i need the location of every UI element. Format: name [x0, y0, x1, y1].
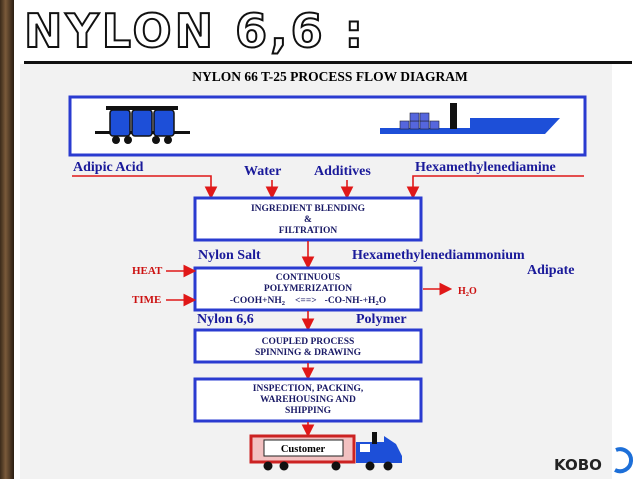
inspect-line-3: SHIPPING	[285, 406, 332, 416]
poly-line-2: POLYMERIZATION	[264, 284, 352, 294]
input-hmda: Hexamethylenediamine	[415, 160, 556, 175]
label-polymer: Polymer	[356, 312, 407, 327]
label-time: TIME	[132, 294, 161, 306]
polymerization-box	[193, 266, 423, 312]
customer-label: Customer	[281, 444, 326, 455]
delivery-truck-icon	[249, 432, 402, 471]
slide-title: NYLON 6,6 :	[23, 3, 366, 59]
inspect-line-1: INSPECTION, PACKING,	[253, 384, 364, 394]
poly-eq-right-sub: 2	[375, 300, 378, 307]
input-adipic-acid: Adipic Acid	[73, 160, 144, 175]
poly-eq-right: -CO-NH-+H	[325, 296, 376, 306]
kobo-logo: KOBO	[554, 447, 634, 474]
h2o-sub: 2	[466, 291, 469, 298]
blending-line-1: INGREDIENT BLENDING	[251, 204, 366, 214]
input-water: Water	[244, 164, 281, 179]
hmda-feed-arrow	[406, 175, 584, 200]
blending-line-3: FILTRATION	[279, 226, 338, 236]
logo-text: KOBO	[554, 456, 602, 474]
h2o-h: H	[458, 286, 466, 297]
left-decorative-bar	[0, 0, 14, 479]
poly-eq-right-end: O	[379, 296, 386, 306]
poly-equation: -COOH+NH2<==>-CO-NH-+H2O	[230, 296, 386, 307]
spin-line-2: SPINNING & DRAWING	[255, 348, 362, 358]
poly-eq-arrow: <==>	[295, 296, 317, 306]
cargo-ship-icon	[380, 103, 560, 134]
label-nylon66: Nylon 6,6	[197, 312, 254, 327]
diagram-heading: NYLON 66 T-25 PROCESS FLOW DIAGRAM	[192, 69, 468, 84]
blending-line-2: &	[304, 215, 312, 225]
poly-line-1: CONTINUOUS	[276, 273, 340, 283]
title-underline	[24, 61, 632, 64]
input-additives: Additives	[314, 164, 371, 179]
label-hmdam: Hexamethylenediammonium	[352, 248, 525, 263]
rail-car-icon	[95, 106, 190, 144]
h2o-o: O	[469, 286, 477, 297]
adipic-feed-arrow	[72, 175, 218, 200]
blending-box	[193, 196, 423, 242]
spinning-box	[193, 328, 423, 364]
label-nylon-salt: Nylon Salt	[198, 248, 261, 263]
spin-line-1: COUPLED PROCESS	[262, 337, 355, 347]
inspection-box	[193, 377, 423, 423]
label-heat: HEAT	[132, 265, 163, 277]
label-adipate: Adipate	[527, 263, 574, 278]
label-h2o: H2O	[458, 286, 477, 298]
poly-eq-left: -COOH+NH	[230, 296, 282, 306]
inspect-line-2: WAREHOUSING AND	[260, 395, 356, 405]
poly-eq-sub: 2	[282, 300, 285, 307]
